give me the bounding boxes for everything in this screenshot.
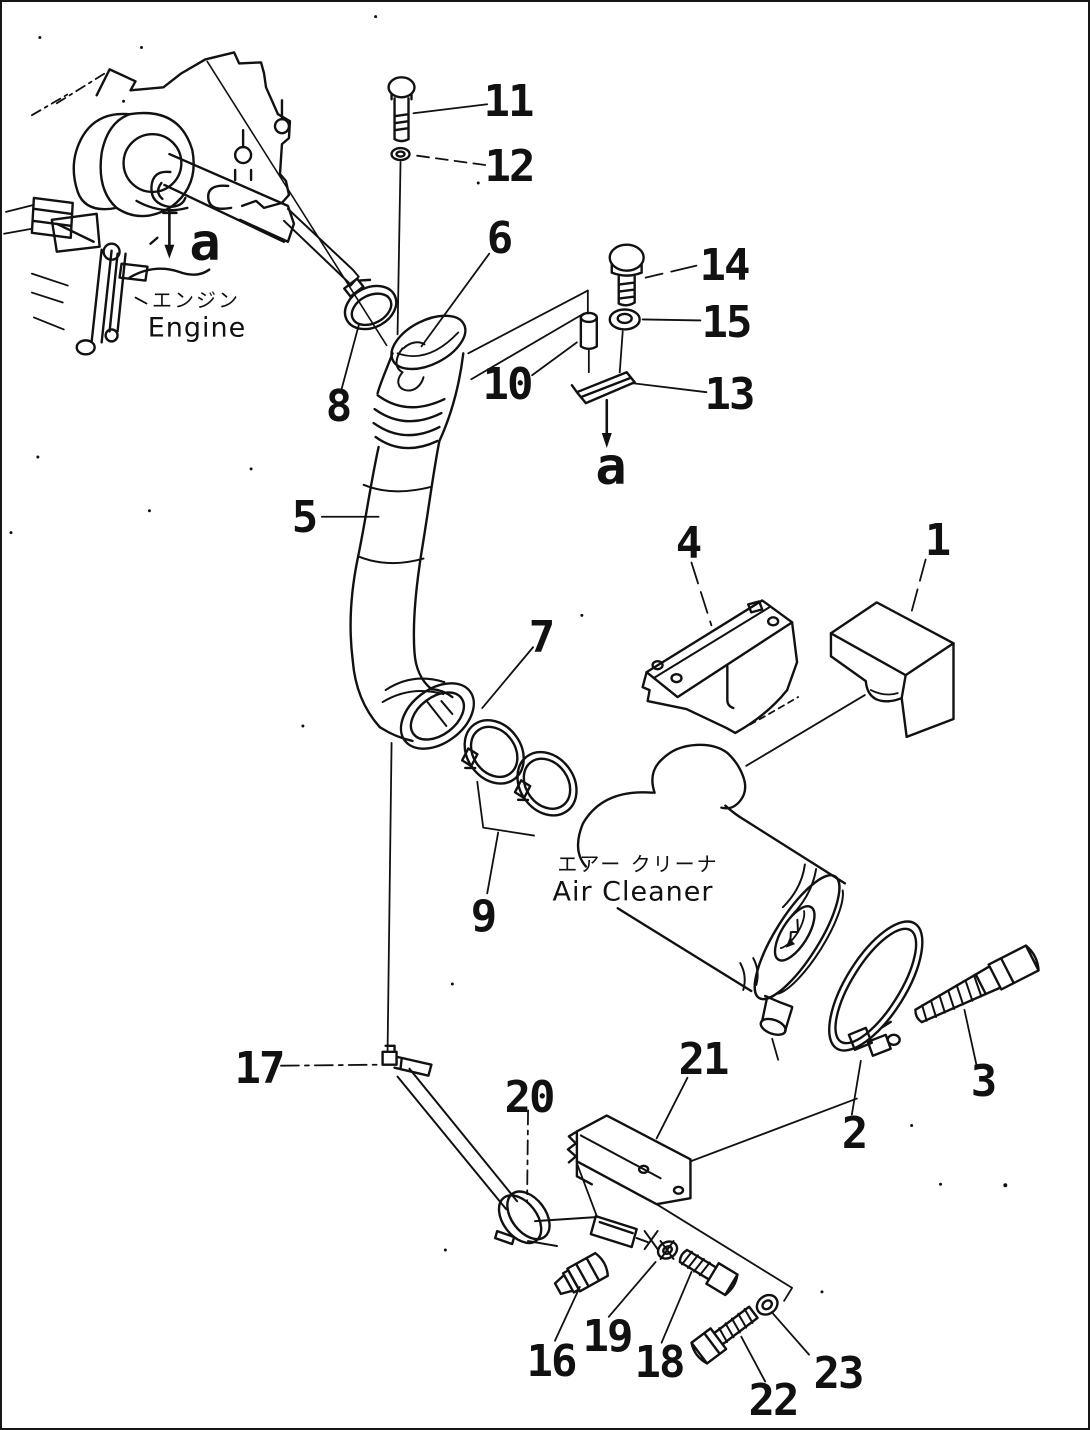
section-marker-a-duct: a [595,437,627,497]
part-callout-13: 13 [704,369,756,420]
nut-23 [755,1293,779,1316]
part-callout-6: 6 [486,213,513,264]
section-arrow-duct [601,398,612,448]
clamp-9-bracket-line [476,780,535,837]
part-callout-14: 14 [699,240,751,291]
caption-engine-jp: エンジン [152,288,240,312]
bolt-22 [690,1305,759,1365]
bracket-21 [566,1114,692,1206]
part-callout-22: 22 [748,1375,800,1426]
washer-12 [390,146,411,162]
section-marker-a-engine: a [189,213,221,273]
part-callout-17: 17 [234,1043,286,1094]
intake-hose-5 [349,352,465,743]
assembly-lines-21 [575,1097,858,1302]
band-clamp-2 [828,920,924,1057]
part-callout-10: 10 [482,359,534,410]
drain-tube [396,1067,597,1248]
section-arrow-engine [162,210,178,259]
part-callout-11: 11 [483,76,535,127]
part-callout-1: 1 [924,515,951,566]
assembly-line-cover [745,694,866,767]
washer-15 [608,308,641,331]
print-specks [9,15,1008,1294]
hose-clamp-8 [343,277,398,331]
bolt-18 [678,1248,739,1297]
hose-end-7 [381,677,476,750]
drain-valve-17 [381,1044,433,1077]
part-callout-12: 12 [484,141,536,192]
part-callout-21: 21 [678,1034,730,1085]
valve-16 [553,1251,610,1296]
part-callout-20: 20 [504,1072,556,1123]
part-callout-8: 8 [325,381,352,432]
caption-air-cleaner-en: Air Cleaner [552,876,714,908]
caption-air-cleaner-jp: エアー クリーナ [557,852,719,876]
part-callout-2: 2 [841,1108,868,1159]
part-callout-18: 18 [634,1337,686,1388]
tube-clamp-20 [493,1190,551,1246]
part-callout-3: 3 [970,1056,997,1107]
hose-clamp-9b [513,750,578,817]
washer-19 [656,1240,679,1260]
part-callout-9: 9 [470,891,497,942]
part-callout-7: 7 [528,612,555,663]
part-callout-23: 23 [813,1348,865,1399]
part-callout-15: 15 [701,297,753,348]
engine-sketch [3,51,388,356]
pin-10 [579,311,599,351]
part-callout-16: 16 [526,1336,578,1387]
leader-lines [280,103,978,1383]
part-callout-4: 4 [675,518,702,569]
hose-clamp-9a [460,719,525,785]
rod-3 [914,944,1040,1024]
bracket-4 [641,599,799,735]
hose-end-fitting [589,1214,675,1260]
part-callout-5: 5 [291,492,318,543]
cover-1 [829,601,955,739]
caption-engine-en: Engine [147,312,247,344]
guide-line-vertical [386,161,402,1052]
assembly-lines-13 [467,289,624,381]
bracket-13 [570,371,636,405]
bolt-14 [608,243,645,307]
air-cleaner-body [576,743,847,1061]
bolt-11 [387,76,416,143]
part-callout-19: 19 [582,1311,634,1362]
